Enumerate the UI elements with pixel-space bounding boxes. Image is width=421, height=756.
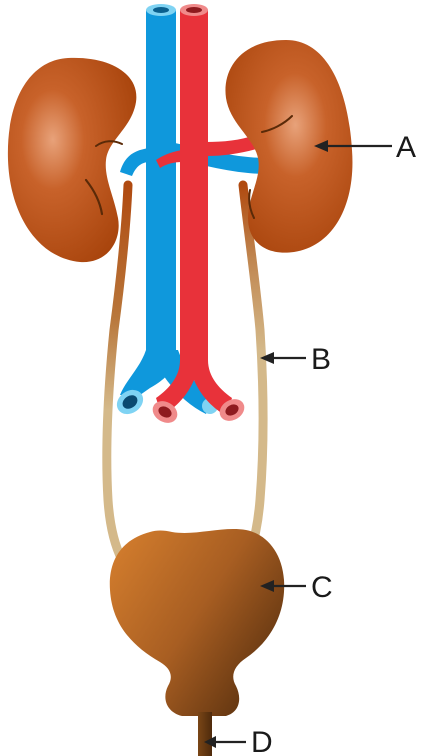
- right-kidney: [225, 40, 353, 253]
- left-kidney: [7, 57, 137, 263]
- label-d: D: [251, 726, 273, 756]
- label-c: C: [311, 571, 333, 604]
- label-b: B: [311, 343, 331, 376]
- urinary-bladder: [109, 529, 285, 716]
- abdominal-aorta: [152, 4, 266, 423]
- pointer-a-arrowhead: [314, 140, 328, 152]
- label-a: A: [396, 131, 416, 164]
- callout-c: C: [260, 571, 333, 604]
- callout-b: B: [260, 343, 331, 376]
- callout-d: D: [204, 726, 273, 756]
- left-ureter: [102, 180, 133, 565]
- pointer-d-arrowhead: [204, 736, 216, 748]
- right-ureter: [238, 180, 268, 560]
- urethra: [198, 712, 212, 756]
- callout-a: A: [314, 131, 416, 164]
- pointer-c-arrowhead: [260, 580, 274, 592]
- pointer-b-arrowhead: [260, 352, 274, 364]
